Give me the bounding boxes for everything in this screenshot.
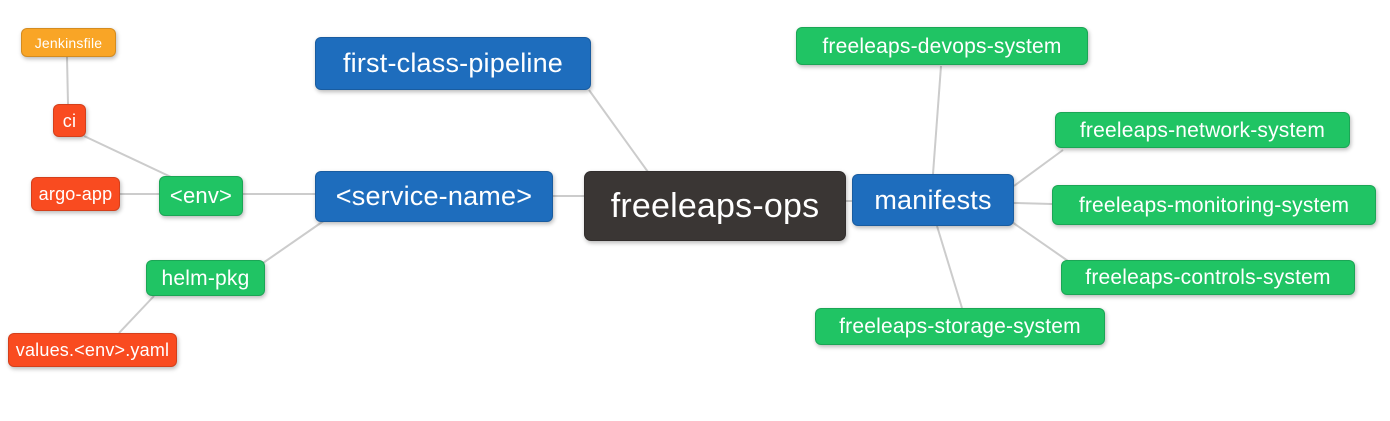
node-freeleaps-monitoring-system[interactable]: freeleaps-monitoring-system xyxy=(1052,185,1376,225)
node-freeleaps-storage-system[interactable]: freeleaps-storage-system xyxy=(815,308,1105,345)
edge-manifests-monitoring-system xyxy=(1013,202,1053,205)
node-manifests[interactable]: manifests xyxy=(852,174,1014,226)
node-freeleaps-devops-system[interactable]: freeleaps-devops-system xyxy=(796,27,1088,65)
node-ci[interactable]: ci xyxy=(53,104,86,137)
node-freeleaps-network-system[interactable]: freeleaps-network-system xyxy=(1055,112,1350,148)
edge-helm-pkg-service-name xyxy=(262,219,326,264)
edge-manifests-network-system xyxy=(1013,149,1064,187)
node-argo-app[interactable]: argo-app xyxy=(31,177,120,211)
node-helm-pkg[interactable]: helm-pkg xyxy=(146,260,265,296)
node-jenkinsfile[interactable]: Jenkinsfile xyxy=(21,28,116,57)
node-first-class-pipeline[interactable]: first-class-pipeline xyxy=(315,37,591,90)
edge-manifests-controls-system xyxy=(1011,221,1069,262)
node-freeleaps-ops[interactable]: freeleaps-ops xyxy=(584,171,846,241)
edge-manifests-devops-system xyxy=(932,65,942,175)
node-service-name[interactable]: <service-name> xyxy=(315,171,553,222)
node-env[interactable]: <env> xyxy=(159,176,243,216)
node-values-env-yaml[interactable]: values.<env>.yaml xyxy=(8,333,177,367)
edge-ci-env xyxy=(83,135,172,178)
edge-jenkinsfile-ci xyxy=(66,56,69,105)
node-freeleaps-controls-system[interactable]: freeleaps-controls-system xyxy=(1061,260,1355,295)
edge-manifests-storage-system xyxy=(936,225,963,309)
edge-first-class-pipeline-ops xyxy=(588,89,649,173)
edge-values-helm-pkg xyxy=(118,295,155,334)
